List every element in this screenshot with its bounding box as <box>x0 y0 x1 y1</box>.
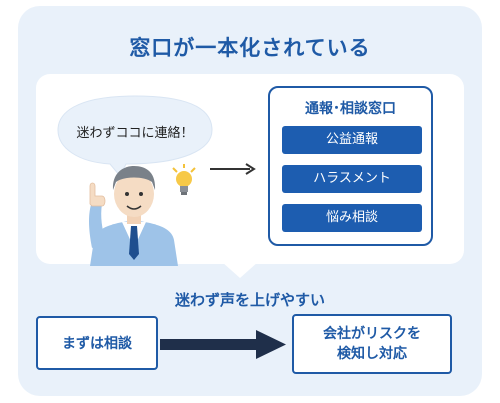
flow-arrow-icon <box>160 330 286 359</box>
speech-bubble <box>57 95 213 177</box>
person-illustration <box>89 166 178 266</box>
flow-box-consult-first: まずは相談 <box>36 316 158 370</box>
button-public-interest-report[interactable]: 公益通報 <box>282 126 422 154</box>
button-worry-consultation[interactable]: 悩み相談 <box>282 204 422 232</box>
flow-box-right-line2: 検知し対応 <box>337 346 407 362</box>
flow-box-company-response: 会社がリスクを 検知し対応 <box>292 314 452 374</box>
button-harassment[interactable]: ハラスメント <box>282 165 422 193</box>
lightbulb-icon <box>172 164 196 195</box>
consultation-window: 通報･相談窓口 公益通報 ハラスメント 悩み相談 <box>268 86 433 246</box>
panel-pointer <box>222 262 258 278</box>
window-title: 通報･相談窓口 <box>305 101 396 117</box>
arrow-right-icon <box>210 163 256 175</box>
speech-bubble-text: 迷わずココに連絡！ <box>76 126 194 141</box>
diagram-title: 窓口が一本化されている <box>129 36 371 60</box>
caption: 迷わず声を上げやすい <box>174 291 325 309</box>
flow-box-left-text: まずは相談 <box>62 336 132 352</box>
flow-box-right-line1: 会社がリスクを <box>323 326 421 342</box>
